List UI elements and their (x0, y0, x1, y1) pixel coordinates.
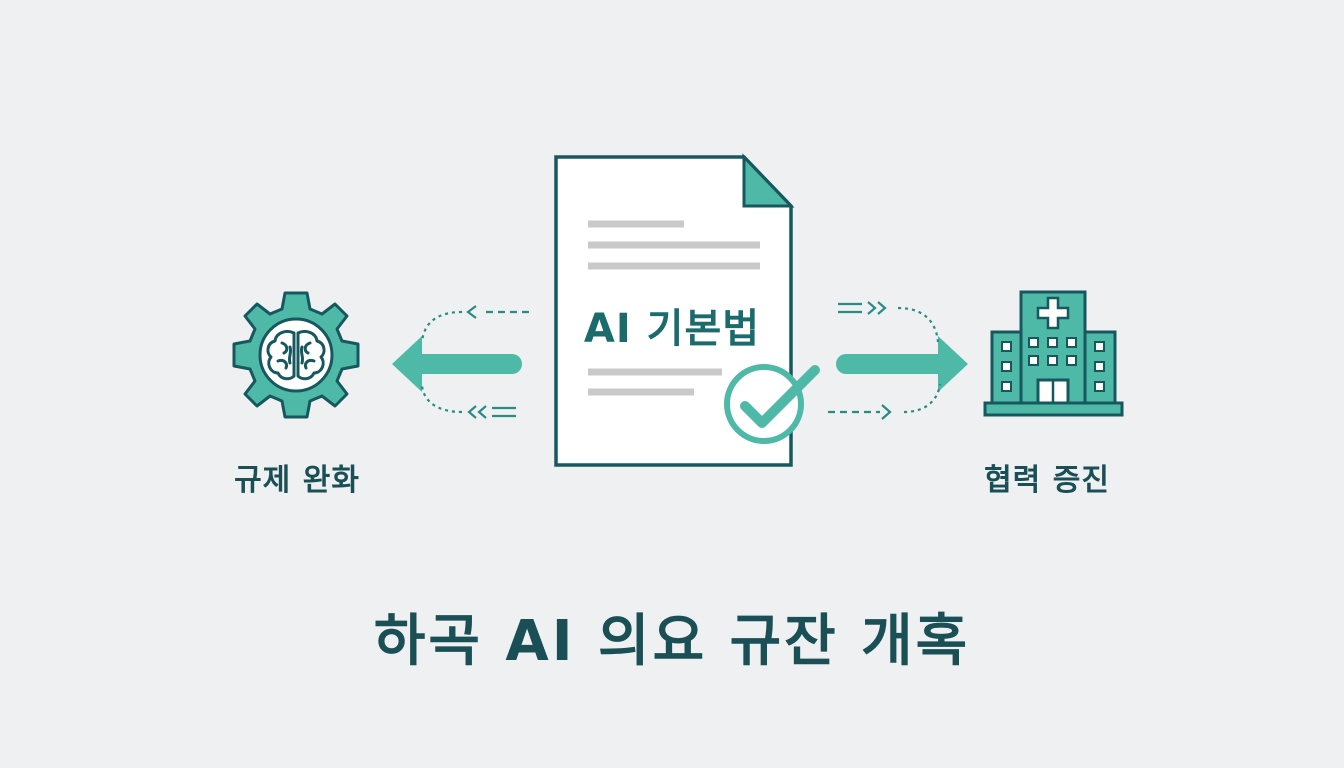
left-node-label: 규제 완화 (234, 463, 360, 498)
document-corner-fold (742, 153, 795, 208)
caption: 하곡 AI 의요 규잔 개혹 (373, 609, 971, 674)
left-dotted-arrow-top (420, 305, 530, 343)
gear-icon (232, 291, 360, 419)
document-title: AI 기본법 (583, 306, 761, 352)
document-text-lines (588, 220, 760, 396)
right-main-arrow (836, 336, 968, 392)
right-dotted-arrow-bottom (828, 383, 942, 420)
right-node-label: 협력 증진 (984, 463, 1110, 498)
left-dotted-arrow-bottom (420, 385, 516, 419)
gear-brain-icon (232, 291, 360, 419)
hospital-cross-icon (1036, 296, 1070, 330)
check-icon (724, 364, 820, 444)
right-dotted-arrow-top (838, 301, 940, 343)
left-main-arrow (392, 336, 522, 392)
brain-icon (266, 329, 326, 381)
hospital-icon (983, 290, 1124, 417)
hospital-windows (1001, 337, 1105, 392)
